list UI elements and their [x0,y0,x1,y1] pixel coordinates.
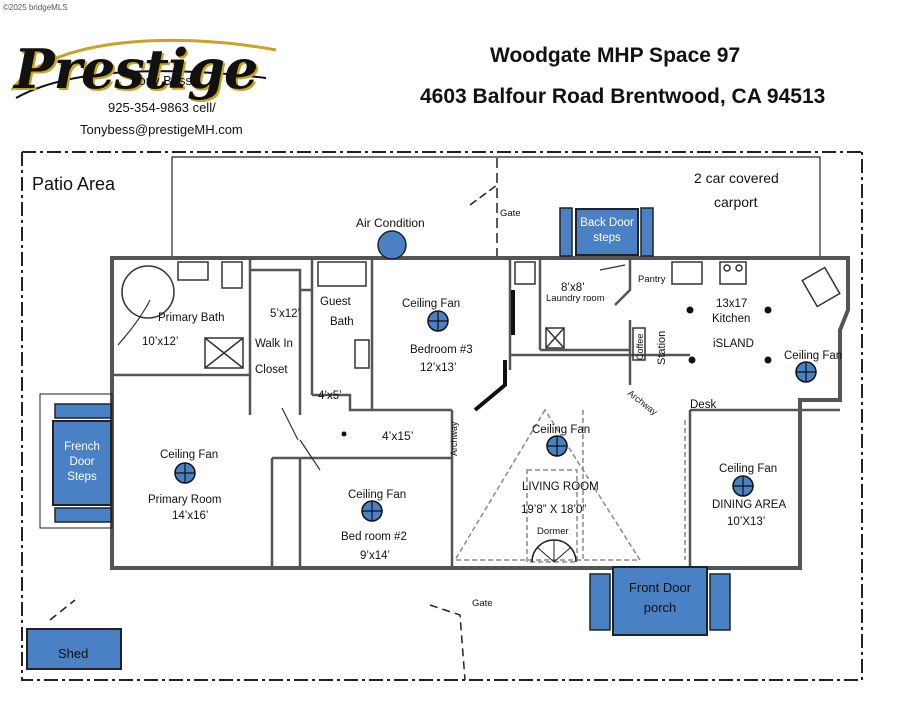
front-door-porch: Front Door porch [612,566,708,636]
primary-room-size: 14’x16’ [172,510,209,522]
dining-fan-label: Ceiling Fan [719,463,778,475]
agent-email: Tonybess@prestigeMH.com [80,122,243,137]
hallway-archway-label: Archway [449,421,459,456]
guest-bath-line2: Bath [330,316,354,328]
kitchen-size: 13x17 [716,298,748,310]
primary-bath-size: 10’x12’ [142,336,179,348]
air-condition-unit [377,230,407,260]
shed: Shed [26,628,122,670]
french-door-label-1: French [64,441,100,453]
french-door-label-2: Door Steps [67,456,97,483]
prestige-logo: Prestige [14,37,258,101]
gate-bottom-label: Gate [472,598,493,609]
living-room-fan-label: Ceiling Fan [532,424,591,436]
back-door-steps: Back Door steps [575,208,639,256]
carport-label-2: carport [714,194,758,210]
logo-swoosh [10,38,277,99]
walk-in-closet-line1: Walk In [255,338,293,350]
bedroom3-name: Bedroom #3 [410,344,473,356]
living-room-size: 19’8” X 18’0” [521,504,587,516]
walk-in-closet-line2: Closet [255,364,288,376]
desk-label: Desk [690,399,717,411]
bedroom2-size: 9’x14’ [360,550,391,562]
carport-label-1: 2 car covered [694,170,779,186]
bedroom2-fan-label: Ceiling Fan [348,489,407,501]
agent-name: Tony Bess [132,73,192,88]
front-door-label-2: porch [643,600,677,615]
hall-closet-size: 4’x5’ [318,390,342,402]
agent-phone: 925-354-9863 cell/ [108,100,216,115]
bedroom3-size: 12’x13’ [420,362,457,374]
dining-name: DINING AREA [712,499,787,511]
kitchen-fan-label: Ceiling Fan [784,350,843,362]
french-door-steps: French Door Steps [52,420,112,506]
air-condition-label: Air Condition [356,216,425,230]
coffee-label: Coffee [635,333,645,360]
back-door-label-1: Back Door [580,217,634,229]
front-door-label-1: Front Door [628,580,692,595]
dormer-label: Dormer [537,526,569,537]
primary-bath-name: Primary Bath [158,312,225,324]
dining-size: 10’X13’ [727,516,766,528]
laundry-size: 8’x8’ [561,282,585,294]
bedroom2-name: Bed room #2 [341,531,407,543]
primary-room-fan-label: Ceiling Fan [160,449,219,461]
living-room-name: LIVING ROOM [522,481,599,493]
patio-area-label: Patio Area [32,174,116,194]
pantry-label: Pantry [638,274,666,285]
laundry-name: Laundry room [546,293,605,304]
hallway-size: 4’x15’ [382,429,414,443]
back-door-label-2: steps [593,232,621,244]
park-name: Woodgate MHP Space 97 [490,44,741,67]
kitchen-name: Kitchen [712,313,751,325]
primary-room-name: Primary Room [148,494,222,506]
island-label: iSLAND [713,338,754,350]
copyright-text: ©2025 bridgeMLS [3,3,68,12]
guest-bath-line1: Guest [320,296,351,308]
property-address: 4603 Balfour Road Brentwood, CA 94513 [420,85,826,108]
bedroom3-fan-label: Ceiling Fan [402,298,461,310]
station-label: Station [656,330,668,365]
walk-in-closet-size: 5’x12’ [270,308,301,320]
gate-top-label: Gate [500,208,521,219]
shed-label: Shed [58,646,89,661]
